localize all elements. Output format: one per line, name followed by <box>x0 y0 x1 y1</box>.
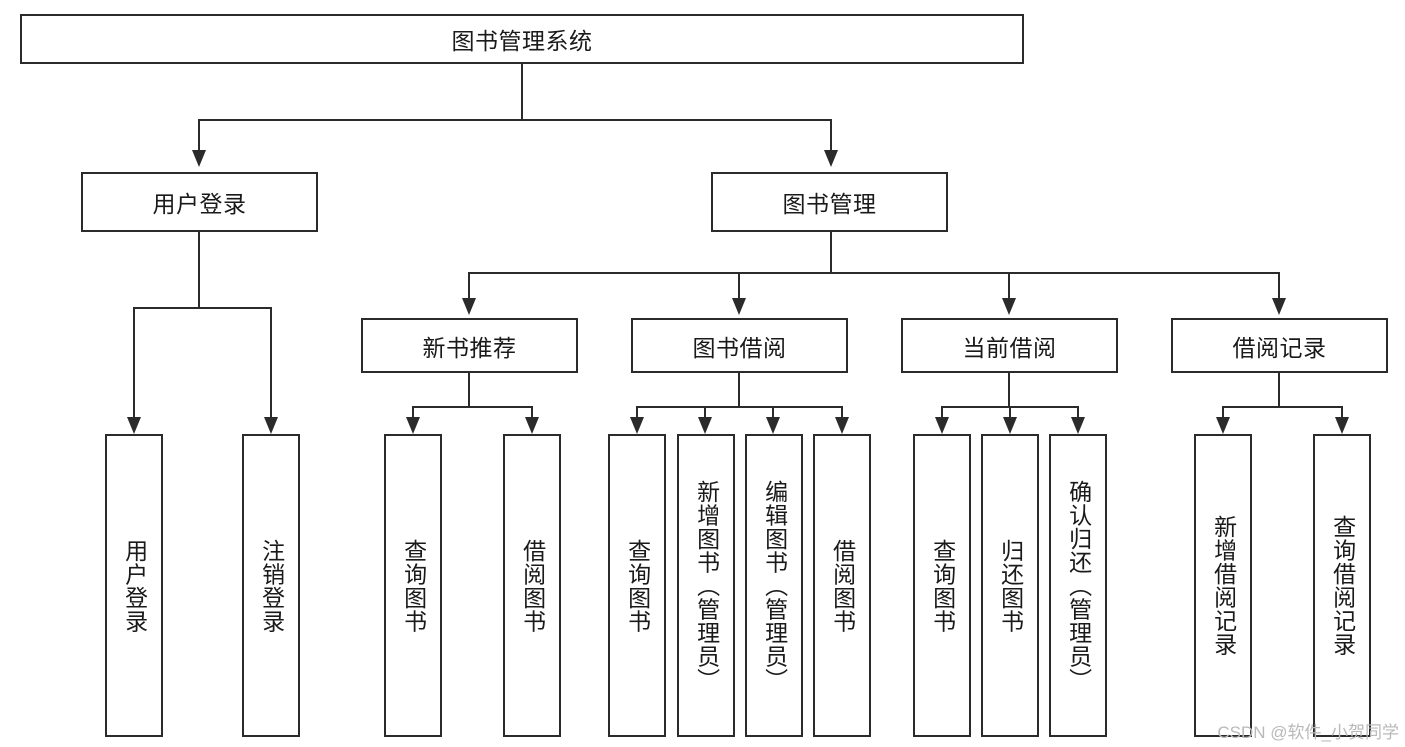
connector-bm-to-current-borrow <box>1008 272 1010 300</box>
leaf-book-borrow-query-book[interactable]: 查询图书 <box>608 434 666 737</box>
leaf-borrow-record-query-record[interactable]: 查询借阅记录 <box>1313 434 1371 737</box>
arrowhead-cb-to-leaf-1 <box>935 417 949 434</box>
leaf-book-borrow-add-book-admin[interactable]: 新增图书（管理员） <box>677 434 735 737</box>
connector-cb-to-leaf-1 <box>941 406 943 419</box>
leaf-current-borrow-confirm-return-admin[interactable]: 确认归还（管理员） <box>1049 434 1107 737</box>
arrowhead-nb-to-leaf-2 <box>525 417 539 434</box>
arrowhead-cb-to-leaf-3 <box>1071 417 1085 434</box>
leaf-book-borrow-borrow-book[interactable]: 借阅图书 <box>813 434 871 737</box>
connector-bb-to-leaf-3 <box>772 406 774 419</box>
arrowhead-nb-to-leaf-1 <box>406 417 420 434</box>
leaf-current-borrow-query-book[interactable]: 查询图书 <box>913 434 971 737</box>
connector-user-login-stem <box>198 232 200 307</box>
connector-book-management-bus <box>468 272 1280 274</box>
arrowhead-bm-to-current-borrow <box>1002 298 1016 315</box>
connector-br-to-leaf-1 <box>1222 406 1224 419</box>
connector-bb-to-leaf-1 <box>636 406 638 419</box>
connector-bm-to-new-book <box>468 272 470 300</box>
arrowhead-bb-to-leaf-3 <box>766 417 780 434</box>
arrowhead-bm-to-new-book <box>462 298 476 315</box>
node-book-management[interactable]: 图书管理 <box>711 172 948 232</box>
connector-book-borrow-stem <box>738 373 740 406</box>
connector-bb-to-leaf-2 <box>704 406 706 419</box>
arrowhead-bb-to-leaf-1 <box>630 417 644 434</box>
connector-root-bus <box>198 119 832 121</box>
connector-user-login-to-leaf-1 <box>133 307 135 419</box>
arrowhead-bb-to-leaf-4 <box>835 417 849 434</box>
connector-bb-to-leaf-4 <box>841 406 843 419</box>
node-current-borrow[interactable]: 当前借阅 <box>901 318 1118 373</box>
connector-br-to-leaf-2 <box>1341 406 1343 419</box>
arrowhead-user-login-to-leaf-1 <box>127 417 141 434</box>
connector-root-to-user-login <box>198 119 200 152</box>
leaf-borrow-record-add-record[interactable]: 新增借阅记录 <box>1194 434 1252 737</box>
connector-nb-to-leaf-2 <box>531 406 533 419</box>
leaf-new-book-borrow-book[interactable]: 借阅图书 <box>503 434 561 737</box>
connector-cb-to-leaf-2 <box>1009 406 1011 419</box>
arrowhead-bm-to-book-borrow <box>732 298 746 315</box>
connector-borrow-record-stem <box>1278 373 1280 406</box>
leaf-user-login-login[interactable]: 用户登录 <box>105 434 163 737</box>
connector-borrow-record-bus <box>1222 406 1343 408</box>
node-user-login[interactable]: 用户登录 <box>81 172 318 232</box>
leaf-user-login-logout[interactable]: 注销登录 <box>242 434 300 737</box>
connector-bm-to-book-borrow <box>738 272 740 300</box>
connector-user-login-to-leaf-2 <box>270 307 272 419</box>
connector-root-stem <box>521 64 523 119</box>
connector-user-login-bus <box>133 307 271 309</box>
connector-root-to-book-management <box>830 119 832 152</box>
leaf-book-borrow-edit-book-admin[interactable]: 编辑图书（管理员） <box>745 434 803 737</box>
arrowhead-root-to-user-login <box>192 150 206 167</box>
arrowhead-br-to-leaf-2 <box>1335 417 1349 434</box>
node-borrow-record[interactable]: 借阅记录 <box>1171 318 1388 373</box>
connector-book-management-stem <box>830 232 832 272</box>
connector-cb-to-leaf-3 <box>1077 406 1079 419</box>
leaf-current-borrow-return-book[interactable]: 归还图书 <box>981 434 1039 737</box>
connector-nb-to-leaf-1 <box>412 406 414 419</box>
connector-bm-to-borrow-record <box>1278 272 1280 300</box>
connector-new-book-bus <box>412 406 533 408</box>
leaf-new-book-query-book[interactable]: 查询图书 <box>384 434 442 737</box>
node-new-book-recommend[interactable]: 新书推荐 <box>361 318 578 373</box>
arrowhead-bm-to-borrow-record <box>1272 298 1286 315</box>
arrowhead-user-login-to-leaf-2 <box>264 417 278 434</box>
csdn-watermark: CSDN @软件_小贺同学 <box>1217 723 1399 742</box>
arrowhead-cb-to-leaf-2 <box>1003 417 1017 434</box>
node-root-book-management-system[interactable]: 图书管理系统 <box>20 14 1024 64</box>
connector-book-borrow-bus <box>636 406 843 408</box>
node-book-borrow[interactable]: 图书借阅 <box>631 318 848 373</box>
arrowhead-root-to-book-management <box>824 150 838 167</box>
connector-current-borrow-stem <box>1008 373 1010 406</box>
arrowhead-br-to-leaf-1 <box>1216 417 1230 434</box>
arrowhead-bb-to-leaf-2 <box>698 417 712 434</box>
connector-new-book-stem <box>468 373 470 406</box>
